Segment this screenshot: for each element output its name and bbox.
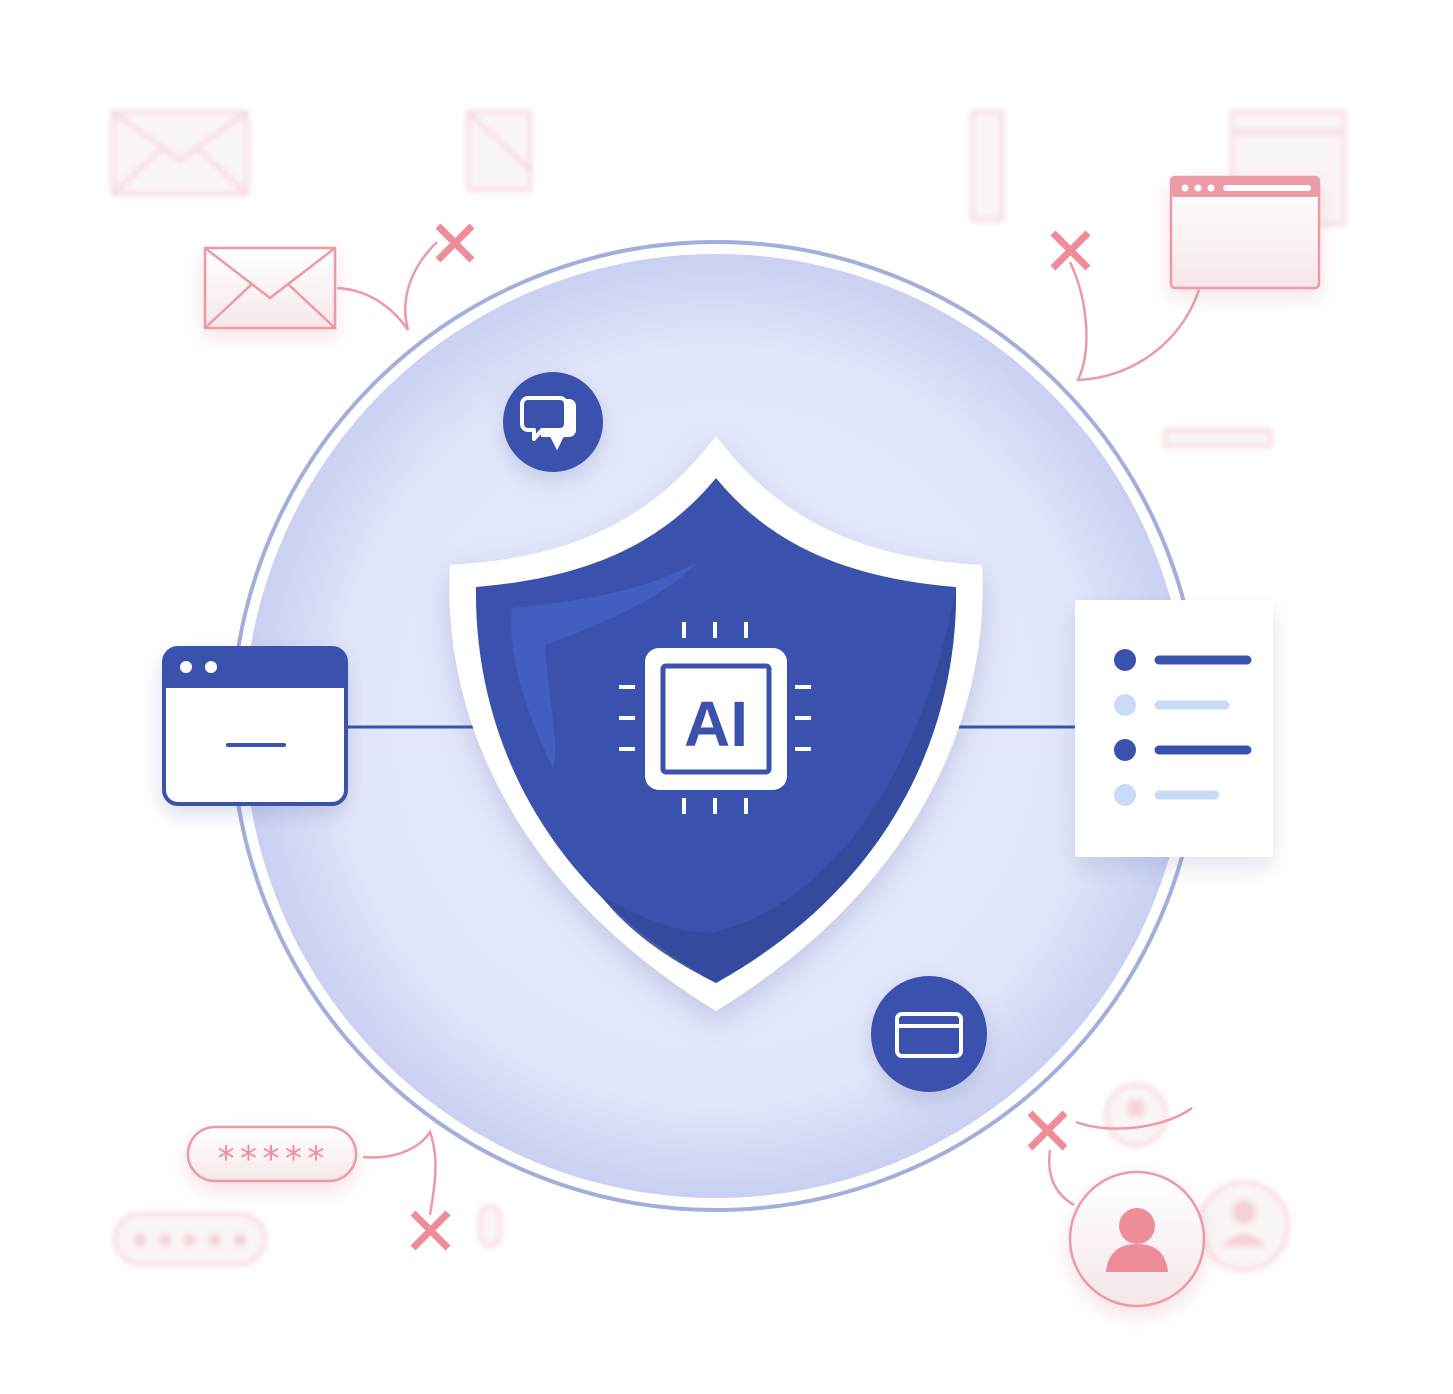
blocked-x-icon [1027, 1110, 1068, 1151]
list-card [1075, 600, 1273, 857]
ai-label: AI [684, 688, 748, 760]
list-icon [1114, 649, 1252, 806]
blocked-x-icon [435, 223, 475, 263]
blocked-x-icon [1050, 230, 1091, 271]
blocked-x-icon [410, 1210, 451, 1251]
password-masked-text: ***** [216, 1139, 328, 1179]
